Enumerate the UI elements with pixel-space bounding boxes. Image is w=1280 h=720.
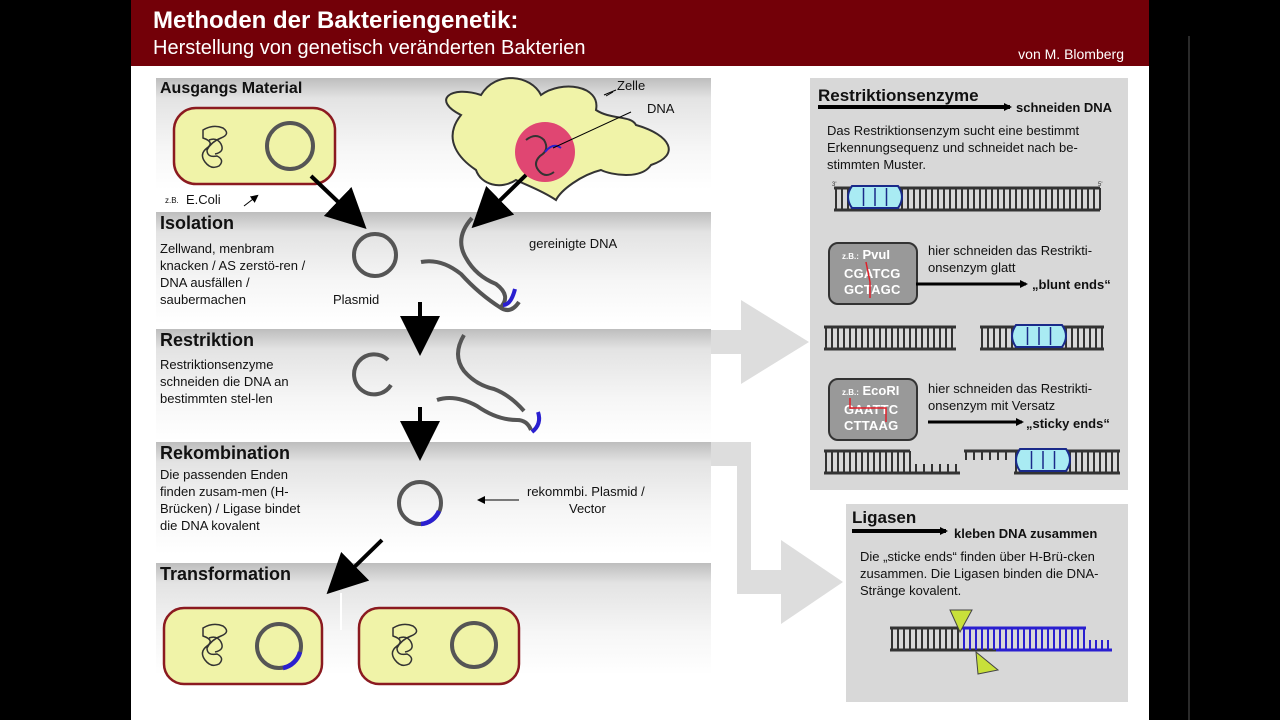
author-label: von M. Blomberg: [1018, 46, 1124, 62]
ligase-marker-top: [949, 609, 973, 634]
restriktion-text: Restriktionsenzyme schneiden die DNA an …: [160, 357, 289, 406]
plasmid-recombinant: [397, 480, 443, 526]
ligasen-action: kleben DNA zusammen: [954, 526, 1098, 541]
arrow-to-restriktionsenzyme: [711, 300, 809, 384]
band-rekombination: [156, 442, 711, 563]
slide: Methoden der Bakteriengenetik: Herstellu…: [131, 0, 1149, 720]
ecori-box: z.B.: EcoRI GAATTC CTTAAG: [828, 378, 918, 441]
pvui-seq-bottom: GCTAGC: [844, 282, 901, 297]
frame-edge-line: [1188, 36, 1190, 720]
stage-title-transformation: Transformation: [160, 564, 292, 584]
label-vector-1: rekommbi. Plasmid /: [527, 484, 645, 499]
pvui-box: z.B.: PvuI CGATCG GCTAGC: [828, 242, 918, 305]
ecori-result: „sticky ends“: [1026, 416, 1110, 431]
isolation-text: Zellwand, menbram knacken / AS zerstö-re…: [160, 241, 306, 307]
label-vector-2: Vector: [569, 501, 606, 516]
panel-ligasen: Ligasen kleben DNA zusammen Die „sticke …: [846, 504, 1128, 702]
stage-title-ausgangs: Ausgangs Material: [160, 80, 303, 97]
eukaryotic-cell: [445, 77, 670, 202]
strand-label-3: 3': [832, 182, 836, 188]
restriktionsenzyme-action: schneiden DNA: [1016, 100, 1113, 115]
label-ecoli: E.Coli: [186, 192, 221, 207]
arrow-to-ligasen: [711, 442, 843, 624]
ecori-desc: hier schneiden das Restrikti-onsenzym mi…: [928, 381, 1093, 413]
restriktionsenzyme-text: Das Restriktionsenzym sucht eine bestimm…: [827, 123, 1080, 172]
panel-restriktionsenzyme: Restriktionsenzyme schneiden DNA Das Res…: [810, 78, 1128, 490]
pvui-result: „blunt ends“: [1032, 277, 1111, 292]
page-title: Methoden der Bakteriengenetik:: [153, 7, 519, 34]
restriktionsenzyme-title: Restriktionsenzyme: [818, 86, 979, 105]
dna-ligated: [890, 626, 1112, 652]
stage-title-isolation: Isolation: [160, 213, 235, 233]
ecoli-cell: [172, 106, 337, 186]
plasmid-isolated: [352, 232, 398, 278]
dna-sticky-ends: [824, 448, 1120, 475]
ecori-seq-bottom: CTTAAG: [844, 418, 899, 433]
header-bar: Methoden der Bakteriengenetik: Herstellu…: [131, 0, 1149, 66]
band-isolation: [156, 212, 711, 329]
process-diagram: [162, 77, 843, 686]
dna-blunt-ends: [824, 324, 1104, 351]
plasmid-cut: [352, 352, 393, 397]
transformed-cell: [162, 606, 324, 686]
strand-label-5: 5': [1098, 182, 1102, 188]
ligasen-text: Die „sticke ends“ finden über H-Brü-cken…: [860, 549, 1099, 598]
normal-cell: [357, 606, 521, 686]
rekombination-text: Die passenden Enden finden zusam-men (H-…: [160, 467, 301, 533]
page-subtitle: Herstellung von genetisch veränderten Ba…: [153, 37, 586, 59]
pvui-seq-top: CGATCG: [844, 266, 901, 281]
ligasen-graphics: [852, 527, 1112, 675]
ecori-seq-top: GAATTC: [844, 402, 899, 417]
ligase-marker-bottom: [975, 650, 1000, 675]
stage-title-restriktion: Restriktion: [160, 330, 255, 350]
ecori-name: z.B.: EcoRI: [842, 383, 900, 398]
stage-title-rekombination: Rekombination: [160, 443, 291, 463]
label-ecoli-prefix: z.B.: [165, 196, 179, 205]
label-gereinigte-dna: gereinigte DNA: [529, 236, 618, 251]
dna-full-strand: [834, 185, 1101, 212]
restriktionsenzyme-graphics: 3' 5': [818, 103, 1120, 475]
pvui-desc: hier schneiden das Restrikti-onsenzym gl…: [928, 243, 1093, 275]
label-dna: DNA: [647, 101, 675, 116]
ligasen-title: Ligasen: [852, 508, 917, 527]
label-plasmid: Plasmid: [333, 292, 380, 307]
label-zelle: Zelle: [617, 78, 646, 93]
pvui-name: z.B.: PvuI: [842, 247, 890, 262]
